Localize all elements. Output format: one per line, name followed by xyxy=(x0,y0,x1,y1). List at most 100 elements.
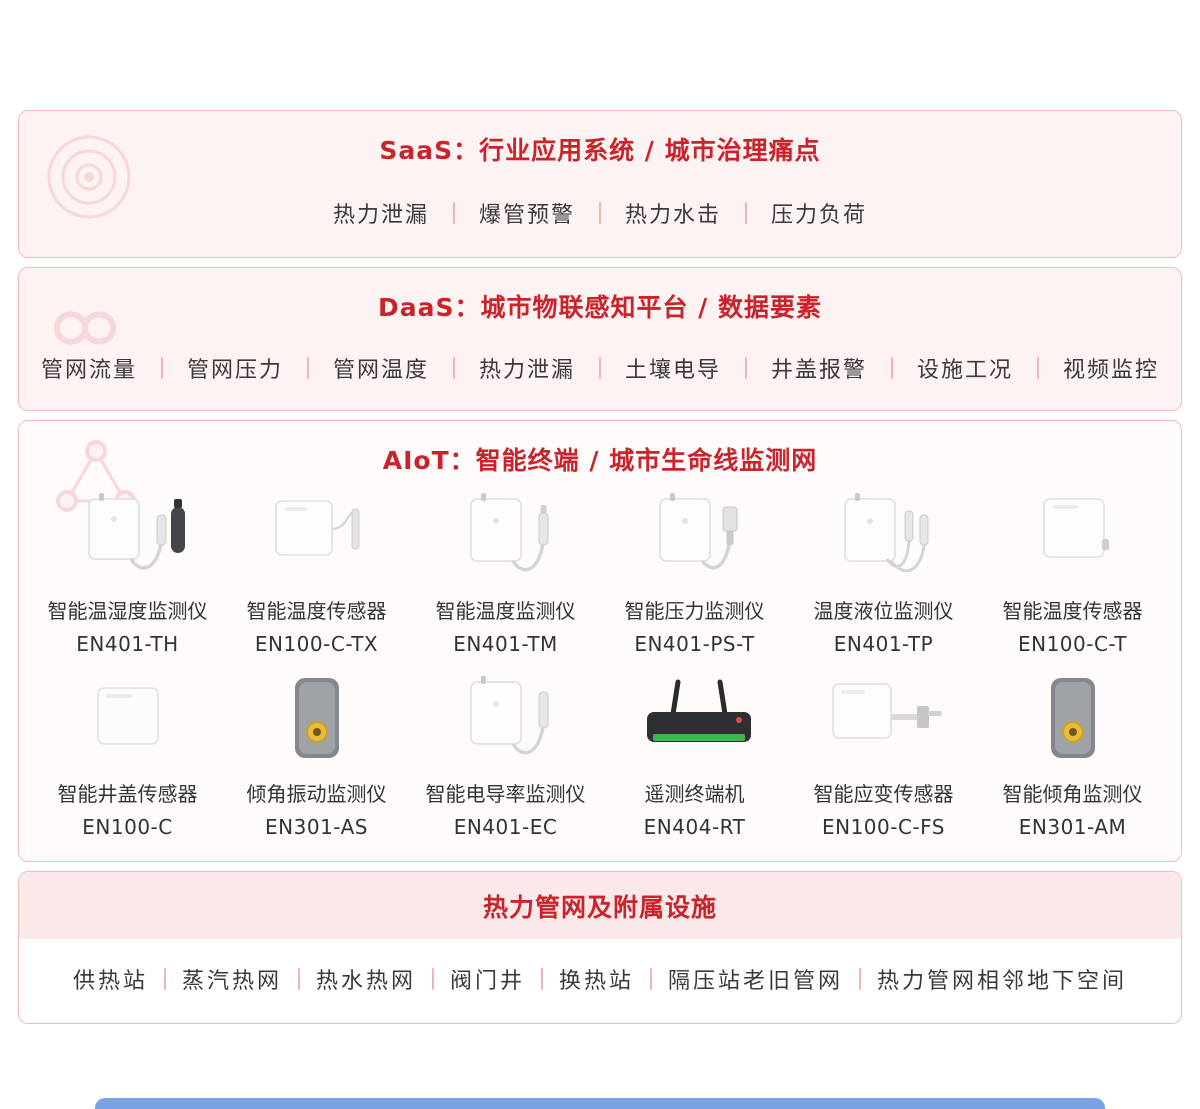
temp-humidity-monitor-device-icon xyxy=(87,493,185,570)
product-name: 智能温度监测仪 xyxy=(435,599,576,623)
product-model: EN301-AM xyxy=(1018,815,1127,839)
separator xyxy=(745,202,748,224)
product-card: 倾角振动监测仪 EN301-AS xyxy=(222,674,411,839)
product-name: 智能井盖传感器 xyxy=(57,782,198,806)
pressure-monitor-device-icon xyxy=(658,493,737,570)
separator xyxy=(541,968,543,990)
product-name: 遥测终端机 xyxy=(644,782,745,806)
temp-monitor-device-icon xyxy=(469,493,548,572)
telemetry-terminal-router-icon xyxy=(646,679,751,742)
infra-header: 热力管网及附属设施 xyxy=(19,872,1181,939)
saas-section: SaaS：行业应用系统 / 城市治理痛点 热力泄漏 爆管预警 热力水击 压力负荷 xyxy=(18,110,1182,258)
product-model: EN100-C-T xyxy=(1017,632,1128,656)
product-card: 智能压力监测仪 EN401-PS-T xyxy=(600,491,789,656)
daas-item: 热力泄漏 xyxy=(478,358,575,383)
daas-item: 管网流量 xyxy=(40,358,137,383)
conductivity-monitor-device-icon xyxy=(469,676,548,755)
separator xyxy=(859,968,862,990)
product-model: EN401-EC xyxy=(453,815,558,839)
separator xyxy=(160,357,163,379)
product-name: 温度液位监测仪 xyxy=(813,599,954,623)
separator xyxy=(452,202,455,224)
separator xyxy=(1037,357,1040,379)
tilt-vibration-device-icon xyxy=(294,678,339,758)
device-photo xyxy=(411,491,600,585)
product-card: 智能电导率监测仪 EN401-EC xyxy=(411,674,600,839)
daas-item: 管网压力 xyxy=(186,358,283,383)
infra-item: 供热站 xyxy=(72,969,148,994)
product-model: EN404-RT xyxy=(643,815,746,839)
product-name: 智能压力监测仪 xyxy=(624,599,765,623)
daas-item: 视频监控 xyxy=(1063,358,1160,383)
separator xyxy=(745,357,748,379)
daas-items: 管网流量 管网压力 管网温度 热力泄漏 土壤电导 井盖报警 设施工况 视频监控 xyxy=(19,352,1181,410)
infra-items: 供热站 蒸汽热网 热水热网 阀门井 换热站 隔压站老旧管网 热力管网相邻地下空间 xyxy=(19,939,1181,1023)
device-photo xyxy=(789,674,978,768)
tilt-monitor-device-icon xyxy=(1050,678,1095,758)
layer-stack: SaaS：行业应用系统 / 城市治理痛点 热力泄漏 爆管预警 热力水击 压力负荷… xyxy=(18,110,1182,1024)
infinity-icon xyxy=(53,311,117,345)
product-model: EN401-PS-T xyxy=(634,632,755,656)
product-model: EN100-C-TX xyxy=(254,632,379,656)
saas-title: SaaS：行业应用系统 / 城市治理痛点 xyxy=(379,136,821,165)
product-name: 倾角振动监测仪 xyxy=(246,782,387,806)
product-grid: 智能温湿度监测仪 EN401-TH 智能温度传感器 EN100-C-TX xyxy=(19,477,1181,861)
infra-section: 热力管网及附属设施 供热站 蒸汽热网 热水热网 阀门井 换热站 隔压站老旧管网 … xyxy=(18,871,1182,1024)
saas-item: 热力泄漏 xyxy=(332,203,429,228)
device-photo xyxy=(33,674,222,768)
product-name: 智能温度传感器 xyxy=(1002,599,1143,623)
device-photo xyxy=(600,674,789,768)
infra-item: 隔压站老旧管网 xyxy=(668,969,844,994)
separator xyxy=(599,357,601,379)
daas-item: 设施工况 xyxy=(917,358,1014,383)
target-rings-icon xyxy=(47,135,131,219)
infra-item: 换热站 xyxy=(559,969,635,994)
device-photo xyxy=(222,491,411,585)
product-card: 智能井盖传感器 EN100-C xyxy=(33,674,222,839)
product-card: 遥测终端机 EN404-RT xyxy=(600,674,789,839)
separator xyxy=(599,202,601,224)
product-name: 智能电导率监测仪 xyxy=(425,782,586,806)
daas-item: 土壤电导 xyxy=(625,358,722,383)
product-model: EN401-TM xyxy=(453,632,558,656)
product-card: 温度液位监测仪 EN401-TP xyxy=(789,491,978,656)
infra-item: 热水热网 xyxy=(315,969,416,994)
product-model: EN401-TH xyxy=(76,632,179,656)
temp-sensor-device-icon xyxy=(1042,498,1109,558)
strain-sensor-device-icon xyxy=(831,683,942,739)
product-model: EN100-C-FS xyxy=(821,815,946,839)
infra-title: 热力管网及附属设施 xyxy=(482,893,717,922)
saas-item: 爆管预警 xyxy=(478,203,575,228)
product-card: 智能应变传感器 EN100-C-FS xyxy=(789,674,978,839)
device-photo xyxy=(411,674,600,768)
infra-item: 热力管网相邻地下空间 xyxy=(877,969,1128,994)
product-model: EN100-C xyxy=(82,815,173,839)
product-card: 智能温度传感器 EN100-C-TX xyxy=(222,491,411,656)
bottom-blue-band xyxy=(95,1098,1105,1109)
product-name: 智能倾角监测仪 xyxy=(1002,782,1143,806)
product-model: EN301-AS xyxy=(265,815,368,839)
device-photo xyxy=(600,491,789,585)
product-name: 智能温湿度监测仪 xyxy=(47,599,208,623)
temp-sensor-panel-device-icon xyxy=(274,500,359,556)
product-model: EN401-TP xyxy=(833,632,934,656)
saas-items: 热力泄漏 爆管预警 热力水击 压力负荷 xyxy=(19,197,1181,257)
daas-title: DaaS：城市物联感知平台 / 数据要素 xyxy=(377,293,823,322)
product-card: 智能温度监测仪 EN401-TM xyxy=(411,491,600,656)
daas-item: 管网温度 xyxy=(332,358,429,383)
daas-section: DaaS：城市物联感知平台 / 数据要素 管网流量 管网压力 管网温度 热力泄漏… xyxy=(18,267,1182,411)
device-photo xyxy=(978,674,1167,768)
separator xyxy=(431,968,434,990)
infra-item: 阀门井 xyxy=(449,969,525,994)
infra-item: 蒸汽热网 xyxy=(181,969,282,994)
product-card: 智能温度传感器 EN100-C-T xyxy=(978,491,1167,656)
product-name: 智能应变传感器 xyxy=(813,782,954,806)
separator xyxy=(297,968,300,990)
temp-level-monitor-device-icon xyxy=(843,493,928,573)
aiot-section: AIoT：智能终端 / 城市生命线监测网 智能温湿度监测仪 EN401-TH xyxy=(18,420,1182,862)
separator xyxy=(452,357,455,379)
aiot-title: AIoT：智能终端 / 城市生命线监测网 xyxy=(382,446,818,475)
device-photo xyxy=(33,491,222,585)
device-photo xyxy=(789,491,978,585)
saas-item: 热力水击 xyxy=(625,203,722,228)
